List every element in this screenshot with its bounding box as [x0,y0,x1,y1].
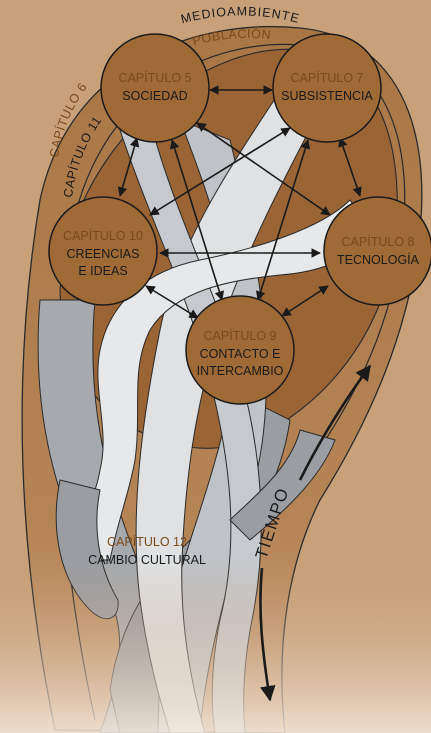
node-subsistencia: CAPÍTULO 7 SUBSISTENCIA [273,34,381,142]
node-name-line2: INTERCAMBIO [197,364,284,378]
node-chapter: CAPÍTULO 5 [119,70,192,85]
node-chapter: CAPÍTULO 7 [291,70,364,85]
node-name: SUBSISTENCIA [281,89,373,103]
cultural-change-chapter: CAPÍTULO 12 [107,534,187,549]
node-chapter: CAPÍTULO 9 [204,328,277,343]
node-name: TECNOLOGÍA [337,252,420,267]
node-sociedad: CAPÍTULO 5 SOCIEDAD [101,34,209,142]
node-name: SOCIEDAD [122,89,187,103]
node-name-line1: CONTACTO E [200,347,281,361]
node-creencias: CAPÍTULO 10 CREENCIAS E IDEAS [49,197,157,305]
bottom-fade [0,560,431,733]
node-chapter: CAPÍTULO 8 [342,234,415,249]
node-name-line2: E IDEAS [78,264,127,278]
node-contacto: CAPÍTULO 9 CONTACTO E INTERCAMBIO [186,296,294,404]
node-name-line1: CREENCIAS [67,247,140,261]
node-tecnologia: CAPÍTULO 8 TECNOLOGÍA [324,197,431,305]
cultural-change-name: CAMBIO CULTURAL [88,553,206,567]
node-chapter: CAPÍTULO 10 [63,228,143,243]
